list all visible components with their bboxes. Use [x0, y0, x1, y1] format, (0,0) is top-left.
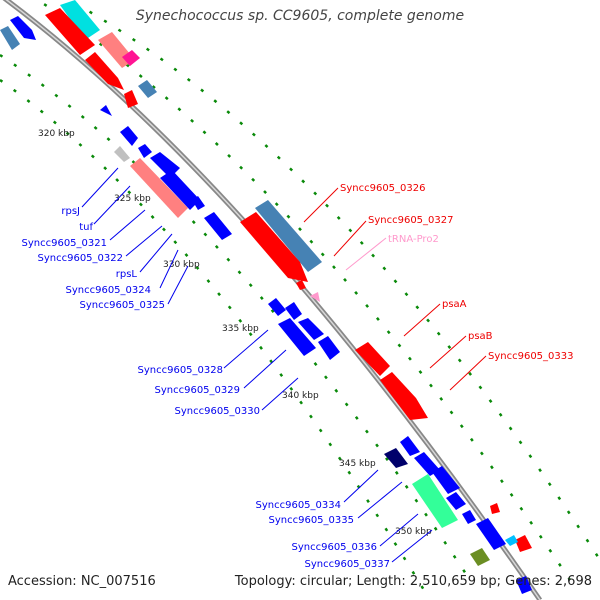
gene-feature[interactable]: [296, 280, 306, 290]
gene-feature[interactable]: [85, 52, 124, 90]
gene-label-syncc9605-0324[interactable]: Syncc9605_0324: [66, 285, 152, 296]
gene-feature[interactable]: [45, 8, 95, 55]
map-title: Synechococcus sp. CC9605, complete genom…: [135, 8, 465, 24]
gene-feature[interactable]: [278, 318, 316, 356]
gene-feature[interactable]: [285, 302, 302, 320]
genome-info-label: Topology: circular; Length: 2,510,659 bp…: [234, 574, 592, 589]
gene-label-syncc9605-0321[interactable]: Syncc9605_0321: [22, 238, 108, 249]
scale-label-335: 335 kbp: [222, 324, 259, 334]
gene-feature[interactable]: [462, 510, 476, 524]
scale-label-330: 330 kbp: [163, 260, 200, 270]
gene-label-trna-pro2[interactable]: tRNA-Pro2: [388, 234, 439, 245]
gene-feature[interactable]: [204, 212, 232, 240]
gene-label-syncc9605-0336[interactable]: Syncc9605_0336: [292, 542, 378, 553]
gene-label-syncc9605-0333[interactable]: Syncc9605_0333: [488, 351, 574, 362]
gene-label-syncc9605-0325[interactable]: Syncc9605_0325: [80, 300, 166, 311]
gene-feature[interactable]: [10, 16, 36, 40]
gene-feature[interactable]: [60, 0, 100, 40]
gene-label-syncc9605-0335[interactable]: Syncc9605_0335: [269, 515, 355, 526]
gene-feature[interactable]: [446, 492, 466, 510]
gene-label-syncc9605-0334[interactable]: Syncc9605_0334: [256, 500, 342, 511]
gene-feature[interactable]: [412, 474, 458, 528]
scale-label-340: 340 kbp: [282, 391, 319, 401]
scale-label-345: 345 kbp: [339, 459, 376, 469]
gene-feature[interactable]: [470, 548, 490, 566]
gene-label-syncc9605-0327[interactable]: Syncc9605_0327: [368, 215, 454, 226]
gene-label-psab[interactable]: psaB: [468, 331, 493, 342]
gene-feature[interactable]: [124, 90, 138, 108]
gene-feature[interactable]: [160, 170, 200, 210]
gene-feature[interactable]: [490, 503, 500, 514]
gene-label-rpsl[interactable]: rpsL: [116, 269, 138, 280]
gene-label-syncc9605-0329[interactable]: Syncc9605_0329: [155, 385, 241, 396]
gene-label-rpsj[interactable]: rpsJ: [61, 206, 80, 217]
gene-feature[interactable]: [268, 298, 286, 316]
gene-feature[interactable]: [255, 200, 322, 272]
gene-label-syncc9605-0326[interactable]: Syncc9605_0326: [340, 183, 426, 194]
gene-feature[interactable]: [432, 466, 460, 494]
forward-strand-features: [45, 0, 532, 552]
gene-feature[interactable]: [355, 342, 390, 376]
gene-feature[interactable]: [400, 436, 420, 456]
outer-label-leaders: [303, 187, 487, 391]
gene-label-syncc9605-0330[interactable]: Syncc9605_0330: [175, 406, 261, 417]
gene-feature[interactable]: [384, 448, 408, 468]
reverse-strand-features: [0, 16, 532, 594]
gene-feature[interactable]: [240, 212, 308, 282]
gene-label-syncc9605-0328[interactable]: Syncc9605_0328: [138, 365, 224, 376]
gene-feature[interactable]: [120, 126, 138, 146]
gene-feature[interactable]: [0, 26, 20, 50]
gene-feature[interactable]: [122, 50, 140, 66]
gene-feature[interactable]: [414, 452, 440, 476]
gene-feature[interactable]: [100, 105, 112, 116]
accession-label: Accession: NC_007516: [8, 574, 156, 589]
scale-label-325: 325 kbp: [114, 194, 151, 204]
guide-track-inner-2: [0, 78, 432, 600]
scale-label-350: 350 kbp: [395, 527, 432, 537]
gene-label-psaa[interactable]: psaA: [442, 299, 467, 310]
gene-feature[interactable]: [515, 535, 532, 552]
gene-feature[interactable]: [130, 158, 188, 218]
scale-label-320: 320 kbp: [38, 129, 75, 139]
gene-feature[interactable]: [192, 196, 205, 210]
gene-label-syncc9605-0322[interactable]: Syncc9605_0322: [38, 253, 124, 264]
inner-label-leaders: [81, 167, 433, 563]
gene-label-tuf[interactable]: tuf: [79, 222, 93, 233]
gene-feature[interactable]: [310, 292, 320, 302]
gene-label-syncc9605-0337[interactable]: Syncc9605_0337: [305, 559, 391, 570]
gene-feature[interactable]: [505, 535, 518, 546]
gene-feature[interactable]: [380, 372, 428, 420]
gene-feature[interactable]: [114, 146, 130, 162]
gene-feature[interactable]: [298, 318, 324, 340]
guide-track-inner-1: [0, 53, 472, 581]
gene-feature[interactable]: [318, 336, 340, 360]
gene-feature[interactable]: [516, 576, 532, 594]
gene-feature[interactable]: [476, 518, 506, 550]
gene-feature[interactable]: [138, 80, 157, 98]
gene-feature[interactable]: [138, 144, 152, 158]
